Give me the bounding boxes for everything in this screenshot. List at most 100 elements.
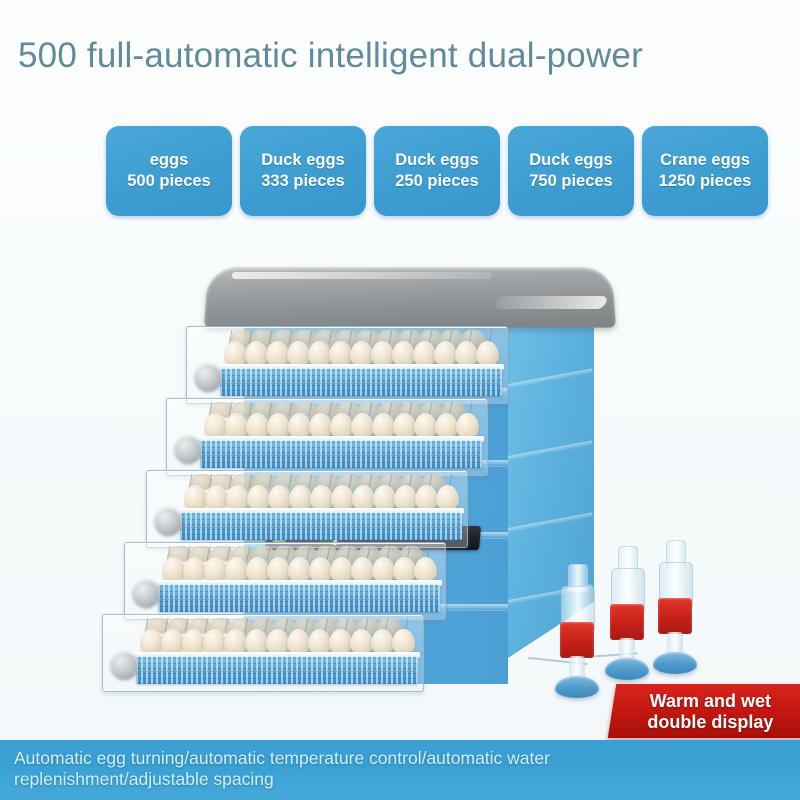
egg <box>224 341 247 366</box>
egg <box>182 629 205 654</box>
egg <box>393 413 416 438</box>
page-title: 500 full-automatic intelligent dual-powe… <box>18 36 643 75</box>
spec-box-duck-eggs-250[interactable]: Duck eggs 250 pieces <box>374 126 500 216</box>
egg <box>246 413 269 438</box>
egg <box>308 341 331 366</box>
feature-banner-line1: Automatic egg turning/automatic temperat… <box>14 748 550 768</box>
egg <box>205 485 228 510</box>
spec-box-count: 750 pieces <box>529 172 613 190</box>
bottle-red-band <box>610 604 644 640</box>
bottle-stem <box>619 638 635 664</box>
bottle-red-band <box>658 598 692 634</box>
incubator-product: 38.5 60 TOPINCUBATOR <box>0 250 800 720</box>
egg <box>288 413 311 438</box>
spec-box-duck-eggs-750[interactable]: Duck eggs 750 pieces <box>508 126 634 216</box>
drawer-knob-handle[interactable] <box>133 580 160 607</box>
egg <box>393 557 416 582</box>
egg <box>289 485 312 510</box>
spec-box-count: 250 pieces <box>395 172 479 190</box>
lid-highlight <box>232 272 492 279</box>
egg <box>287 629 310 654</box>
egg <box>331 485 354 510</box>
egg <box>309 557 332 582</box>
egg <box>372 557 395 582</box>
egg <box>140 629 163 654</box>
egg-tray-grid <box>220 368 502 396</box>
spec-box-duck-eggs-333[interactable]: Duck eggs 333 pieces <box>240 126 366 216</box>
warm-wet-line2: double display <box>647 712 774 733</box>
egg-tray-grid <box>200 440 482 468</box>
egg <box>330 413 353 438</box>
egg <box>245 629 268 654</box>
lid-highlight-right <box>493 296 609 309</box>
egg-tray-grid <box>158 584 440 612</box>
egg <box>266 629 289 654</box>
egg <box>309 413 332 438</box>
egg <box>350 341 373 366</box>
drawer-rail <box>182 526 460 528</box>
egg <box>184 485 207 510</box>
egg <box>372 413 395 438</box>
egg <box>413 341 436 366</box>
egg <box>224 629 247 654</box>
drawer-knob-handle[interactable] <box>175 436 202 463</box>
egg <box>266 341 289 366</box>
water-bottle-group <box>528 538 716 700</box>
egg <box>435 413 458 438</box>
egg <box>373 485 396 510</box>
egg <box>330 557 353 582</box>
egg <box>436 485 459 510</box>
spec-box-label: Duck eggs <box>395 151 479 169</box>
egg <box>225 413 248 438</box>
egg <box>414 557 437 582</box>
egg <box>455 341 478 366</box>
egg <box>329 341 352 366</box>
egg-drawer-3[interactable] <box>146 470 468 548</box>
egg-drawer-1[interactable] <box>186 326 508 404</box>
egg <box>162 557 185 582</box>
egg <box>329 629 352 654</box>
bottle-stem <box>667 632 683 658</box>
egg <box>268 485 291 510</box>
egg-drawer-4[interactable] <box>124 542 446 620</box>
egg <box>245 341 268 366</box>
egg <box>288 557 311 582</box>
tray-lip <box>132 652 420 658</box>
spec-box-count: 333 pieces <box>261 172 345 190</box>
spec-box-row: eggs 500 pieces Duck eggs 333 pieces Duc… <box>106 126 776 216</box>
tray-lip <box>154 580 442 586</box>
spec-box-crane-eggs-1250[interactable]: Crane eggs 1250 pieces <box>642 126 768 216</box>
egg <box>392 341 415 366</box>
drawer-knob-handle[interactable] <box>111 652 138 679</box>
egg-row-front <box>140 628 416 654</box>
egg <box>434 341 457 366</box>
bottle-red-band <box>560 622 594 658</box>
egg <box>203 629 226 654</box>
drawer-knob-handle[interactable] <box>195 364 222 391</box>
egg <box>351 557 374 582</box>
egg-drawer-5[interactable] <box>102 614 424 692</box>
spec-box-count: 500 pieces <box>127 172 211 190</box>
egg <box>310 485 333 510</box>
egg <box>287 341 310 366</box>
egg <box>267 557 290 582</box>
egg-drawer-2[interactable] <box>166 398 488 476</box>
egg <box>350 629 373 654</box>
egg <box>183 557 206 582</box>
drawer-knob-handle[interactable] <box>155 508 182 535</box>
egg <box>415 485 438 510</box>
egg <box>456 413 479 438</box>
warm-wet-line1: Warm and wet <box>649 691 772 711</box>
warm-wet-badge: Warm and wet double display <box>607 684 800 738</box>
spec-box-eggs[interactable]: eggs 500 pieces <box>106 126 232 216</box>
tray-lip <box>176 508 464 514</box>
spec-box-label: Crane eggs <box>660 151 750 169</box>
incubator-lid <box>203 266 617 328</box>
egg <box>371 629 394 654</box>
egg-tray-grid <box>180 512 462 540</box>
egg <box>204 413 227 438</box>
egg <box>247 485 270 510</box>
egg <box>414 413 437 438</box>
egg <box>246 557 269 582</box>
